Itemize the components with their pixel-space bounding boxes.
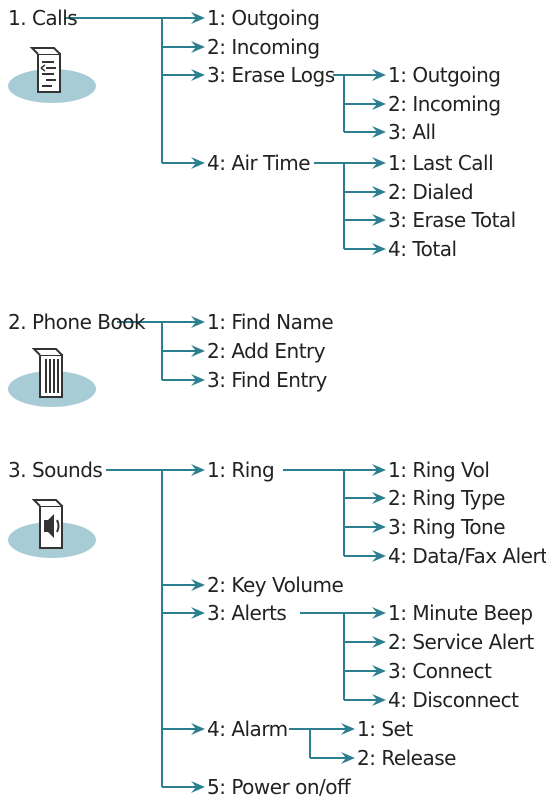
phone-book-item-find-name: 1: Find Name: [207, 310, 334, 334]
sounds-item-power-on-off: 5: Power on/off: [207, 775, 351, 799]
connector-arrowhead: [191, 12, 205, 24]
air-time-sub-total: 4: Total: [388, 237, 457, 261]
connector-arrowhead: [341, 752, 355, 764]
phone-book-icon: [4, 343, 100, 414]
connector-arrowhead: [191, 157, 205, 169]
sounds-item-alerts: 3: Alerts: [207, 601, 287, 625]
erase-logs-sub-all: 3: All: [388, 120, 436, 144]
sounds-item-key-volume: 2: Key Volume: [207, 573, 344, 597]
connector-arrowhead: [372, 665, 386, 677]
connector-arrowhead: [372, 636, 386, 648]
connector-arrowhead: [191, 316, 205, 328]
alarm-sub-set: 1: Set: [357, 717, 413, 741]
phone-book-item-add-entry: 2: Add Entry: [207, 339, 326, 363]
alerts-sub-disconnect: 4: Disconnect: [388, 688, 519, 712]
section-title-phone-book: 2. Phone Book: [8, 310, 146, 334]
calls-item-outgoing: 1: Outgoing: [207, 6, 320, 30]
connector-arrowhead: [191, 607, 205, 619]
section-title-calls: 1. Calls: [8, 6, 78, 30]
speaker-sound-icon: [4, 494, 100, 565]
connector-arrowhead: [372, 126, 386, 138]
calls-item-incoming: 2: Incoming: [207, 35, 320, 59]
erase-logs-sub-outgoing: 1: Outgoing: [388, 63, 501, 87]
connector-arrowhead: [191, 374, 205, 386]
erase-logs-sub-incoming: 2: Incoming: [388, 92, 501, 116]
connector-arrowhead: [372, 550, 386, 562]
alerts-sub-minute-beep: 1: Minute Beep: [388, 601, 533, 625]
connector-arrowhead: [372, 98, 386, 110]
connector-arrowhead: [191, 69, 205, 81]
connector-arrowhead: [372, 186, 386, 198]
connector-arrowhead: [191, 41, 205, 53]
connector-arrowhead: [191, 579, 205, 591]
air-time-sub-erase-total: 3: Erase Total: [388, 208, 516, 232]
connector-arrowhead: [191, 345, 205, 357]
sounds-item-ring: 1: Ring: [207, 458, 275, 482]
connector-arrowhead: [372, 214, 386, 226]
connector-arrowhead: [372, 243, 386, 255]
calls-item-erase-logs: 3: Erase Logs: [207, 63, 335, 87]
connector-arrowhead: [372, 69, 386, 81]
connector-arrowhead: [372, 607, 386, 619]
connector-arrowhead: [191, 781, 205, 793]
connector-arrowhead: [191, 464, 205, 476]
ring-sub-ring-type: 2: Ring Type: [388, 486, 505, 510]
connector-arrowhead: [372, 492, 386, 504]
alerts-sub-service-alert: 2: Service Alert: [388, 630, 534, 654]
ring-sub-data-fax-alert: 4: Data/Fax Alert: [388, 544, 546, 568]
ring-sub-ring-tone: 3: Ring Tone: [388, 515, 506, 539]
sounds-item-alarm: 4: Alarm: [207, 717, 288, 741]
connector-arrowhead: [372, 464, 386, 476]
alerts-sub-connect: 3: Connect: [388, 659, 492, 683]
calls-item-air-time: 4: Air Time: [207, 151, 311, 175]
air-time-sub-last-call: 1: Last Call: [388, 151, 494, 175]
calls-list-icon: [4, 44, 100, 109]
alarm-sub-release: 2: Release: [357, 746, 456, 770]
connector-arrowhead: [191, 723, 205, 735]
air-time-sub-dialed: 2: Dialed: [388, 180, 474, 204]
connector-arrowhead: [372, 157, 386, 169]
phone-book-item-find-entry: 3: Find Entry: [207, 368, 327, 392]
connector-arrowhead: [372, 694, 386, 706]
connector-arrowhead: [341, 723, 355, 735]
section-title-sounds: 3. Sounds: [8, 458, 103, 482]
connector-arrowhead: [372, 521, 386, 533]
ring-sub-ring-vol: 1: Ring Vol: [388, 458, 490, 482]
